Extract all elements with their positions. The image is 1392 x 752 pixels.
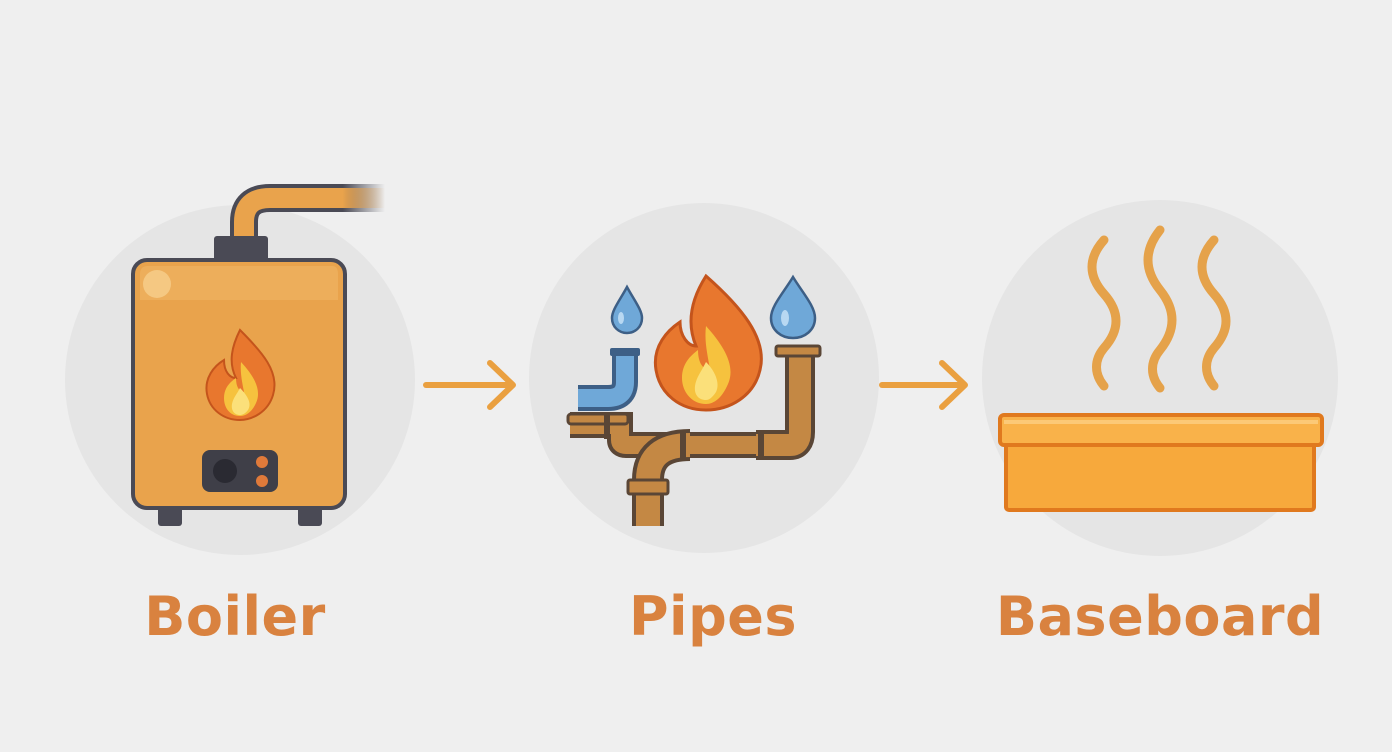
baseboard-heater-icon [998,225,1324,512]
pipes-label: Pipes [628,585,797,648]
boiler-icon [131,184,385,526]
baseboard-label: Baseboard [995,585,1325,648]
boiler-label: Boiler [144,585,326,648]
heat-waves-icon [1087,225,1231,393]
pipes-icon [566,273,822,526]
arrow-right-icon [423,360,516,410]
arrow-right-icon [879,360,968,410]
